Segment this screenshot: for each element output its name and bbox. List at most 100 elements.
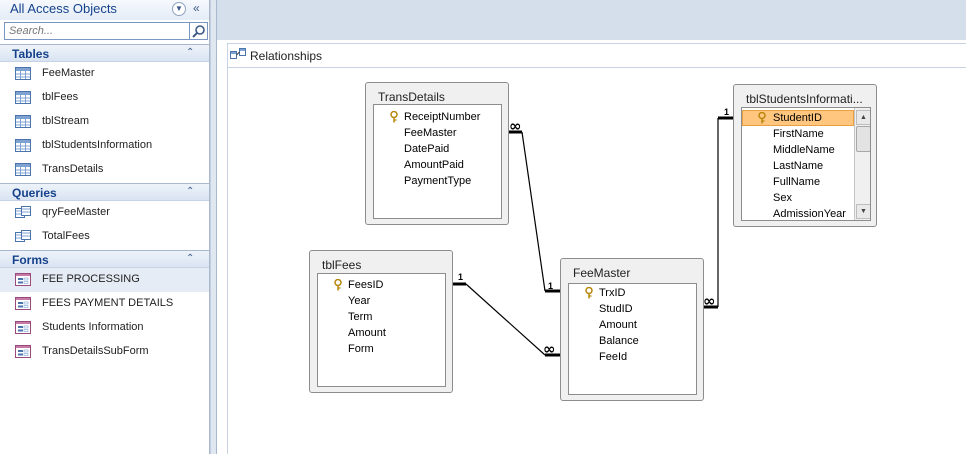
group-header-forms[interactable]: Forms ⌃ [0, 250, 209, 268]
table-icon [15, 115, 31, 131]
key-icon [390, 110, 398, 126]
field-item[interactable]: DatePaid [404, 143, 450, 155]
nav-header[interactable]: All Access Objects ▼ « [0, 0, 209, 20]
relationship-students-feemaster[interactable]: ∞ 1 [703, 107, 733, 310]
group-label: Queries [12, 186, 57, 200]
table-title[interactable]: FeeMaster [573, 266, 631, 280]
field-item[interactable]: StudID [599, 303, 633, 315]
form-icon [15, 321, 31, 337]
field-item[interactable]: Sex [773, 192, 792, 204]
search-input[interactable] [4, 22, 190, 40]
ribbon-area [217, 0, 966, 40]
chevron-down-icon[interactable]: ▼ [172, 2, 186, 16]
table-icon [15, 139, 31, 155]
collapse-pane-icon[interactable]: « [193, 1, 200, 15]
field-list[interactable]: TrxID StudID Amount Balance FeeId [568, 283, 697, 395]
selected-field-highlight [742, 110, 854, 126]
field-item[interactable]: FeeId [599, 351, 628, 363]
search-icon[interactable] [190, 22, 208, 40]
navigation-pane: All Access Objects ▼ « Tables ⌃ FeeMaste… [0, 0, 210, 454]
nav-title[interactable]: All Access Objects [10, 1, 117, 16]
nav-item-query[interactable]: qryFeeMaster [0, 201, 209, 225]
field-item[interactable]: Form [348, 343, 374, 355]
field-item[interactable]: FirstName [773, 128, 824, 140]
table-window-tblstudentsinformation[interactable]: tblStudentsInformati... StudentID FirstN… [733, 84, 877, 227]
field-list[interactable]: FeesID Year Term Amount Form [317, 273, 446, 387]
field-item[interactable]: TrxID [599, 287, 626, 299]
pane-splitter[interactable] [210, 0, 217, 454]
nav-item-query[interactable]: TotalFees [0, 225, 209, 249]
nav-item-table[interactable]: tblStudentsInformation [0, 134, 209, 158]
field-item[interactable]: MiddleName [773, 144, 835, 156]
many-label: ∞ [703, 292, 716, 310]
field-item[interactable]: Amount [348, 327, 386, 339]
many-label: ∞ [543, 340, 556, 358]
document-tab[interactable] [227, 43, 966, 67]
nav-item-table[interactable]: tblFees [0, 86, 209, 110]
scroll-up-icon[interactable]: ▲ [856, 110, 870, 125]
nav-item-label: Students Information [42, 321, 144, 333]
table-icon [15, 91, 31, 107]
field-item[interactable]: Term [348, 311, 373, 323]
scroll-thumb[interactable] [856, 126, 870, 152]
field-item[interactable]: Amount [599, 319, 637, 331]
nav-item-label: tblFees [42, 91, 79, 103]
nav-item-label: tblStream [42, 115, 90, 127]
nav-item-form[interactable]: TransDetailsSubForm [0, 340, 209, 364]
table-title[interactable]: TransDetails [378, 90, 445, 104]
group-label: Forms [12, 253, 49, 267]
table-title[interactable]: tblFees [322, 258, 362, 272]
nav-item-table[interactable]: TransDetails [0, 158, 209, 182]
group-header-tables[interactable]: Tables ⌃ [0, 44, 209, 62]
nav-item-label: TransDetailsSubForm [42, 345, 149, 357]
many-label: ∞ [509, 117, 522, 135]
nav-item-label: FeeMaster [42, 67, 95, 79]
relationship-transdetails-feemaster[interactable]: ∞ 1 [509, 117, 560, 293]
nav-item-form[interactable]: FEE PROCESSING [0, 268, 209, 292]
chevron-up-icon[interactable]: ⌃ [186, 47, 195, 58]
tab-label[interactable]: Relationships [250, 49, 323, 63]
table-window-feemaster[interactable]: FeeMaster TrxID StudID Amount Balance Fe… [560, 258, 704, 401]
one-label: 1 [548, 281, 553, 291]
table-window-transdetails[interactable]: TransDetails ReceiptNumber FeeMaster Dat… [365, 82, 509, 225]
nav-item-label: tblStudentsInformation [42, 139, 153, 151]
field-item[interactable]: FeesID [348, 279, 384, 291]
nav-item-form[interactable]: FEES PAYMENT DETAILS [0, 292, 209, 316]
table-window-tblfees[interactable]: tblFees FeesID Year Term Amount Form [309, 250, 453, 393]
field-item[interactable]: PaymentType [404, 175, 472, 187]
nav-item-label: TransDetails [42, 163, 104, 175]
form-icon [15, 345, 31, 361]
form-icon [15, 297, 31, 313]
group-label: Tables [12, 47, 50, 61]
vertical-scrollbar[interactable]: ▲ ▼ [854, 108, 870, 220]
field-item[interactable]: StudentID [773, 112, 822, 124]
field-item[interactable]: LastName [773, 160, 824, 172]
field-item[interactable]: FullName [773, 176, 821, 188]
chevron-up-icon[interactable]: ⌃ [186, 253, 195, 264]
field-item[interactable]: AdmissionYear [773, 208, 846, 220]
field-item[interactable]: FeeMaster [404, 127, 457, 139]
nav-item-label: TotalFees [42, 230, 90, 242]
scroll-down-icon[interactable]: ▼ [856, 204, 870, 219]
query-icon [15, 230, 31, 247]
query-icon [15, 206, 31, 223]
relationship-tblfees-feemaster[interactable]: 1 ∞ [453, 272, 560, 358]
field-item[interactable]: Year [348, 295, 371, 307]
nav-item-form[interactable]: Students Information [0, 316, 209, 340]
field-list[interactable]: StudentID FirstName MiddleName LastName … [741, 107, 871, 221]
nav-item-label: qryFeeMaster [42, 206, 110, 218]
field-item[interactable]: AmountPaid [404, 159, 464, 171]
table-title[interactable]: tblStudentsInformati... [746, 92, 863, 106]
field-list[interactable]: ReceiptNumber FeeMaster DatePaid AmountP… [373, 104, 502, 219]
field-item[interactable]: Balance [599, 335, 639, 347]
nav-item-table[interactable]: FeeMaster [0, 62, 209, 86]
relationships-icon [230, 48, 246, 65]
nav-item-table[interactable]: tblStream [0, 110, 209, 134]
group-header-queries[interactable]: Queries ⌃ [0, 183, 209, 201]
chevron-up-icon[interactable]: ⌃ [186, 186, 195, 197]
field-item[interactable]: ReceiptNumber [404, 111, 481, 123]
nav-item-label: FEE PROCESSING [42, 273, 140, 285]
key-icon [585, 286, 593, 302]
one-label: 1 [724, 107, 729, 117]
